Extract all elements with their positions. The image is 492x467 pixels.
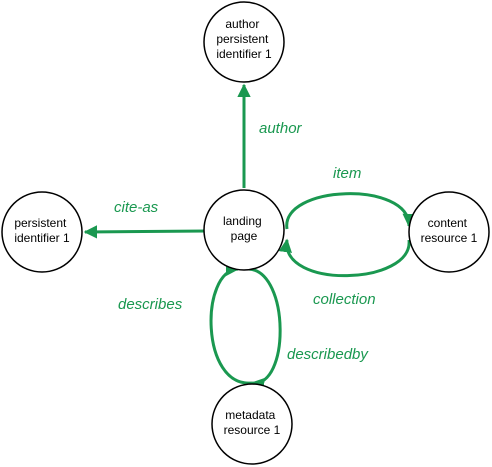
node-content-line-2: resource 1 — [421, 231, 478, 245]
edge-label-collection: collection — [313, 291, 376, 308]
node-persistent-line-1: persistent — [14, 216, 67, 230]
node-metadata-line-1: metadata — [225, 408, 275, 422]
edge-collection — [278, 238, 411, 278]
node-author-persistent-identifier: author persistent identifier 1 — [203, 1, 285, 83]
node-author-line-2: persistent — [216, 32, 269, 46]
edge-label-cite-as: cite-as — [114, 199, 159, 216]
edge-cite-as — [83, 225, 208, 239]
svg-text:landing page: landing page — [223, 214, 265, 243]
svg-text:persistent identifier 1: persistent identifier 1 — [14, 216, 70, 245]
svg-text:author persistent: author persistent identifier 1 — [216, 17, 272, 61]
node-metadata-resource: metadata resource 1 — [211, 383, 293, 465]
edge-label-describedby: describedby — [287, 346, 369, 363]
node-content-resource: content resource 1 — [408, 191, 490, 273]
edge-label-item: item — [333, 165, 361, 182]
node-persistent-identifier: persistent identifier 1 — [1, 191, 83, 273]
svg-text:content resource 1: content resource 1 — [421, 216, 478, 245]
node-author-line-3: identifier 1 — [216, 47, 272, 61]
svg-text:metadata resource 1: metadata resource 1 — [224, 408, 281, 437]
edge-label-describes: describes — [118, 296, 183, 313]
node-author-line-1: author — [225, 17, 259, 31]
node-content-line-1: content — [428, 216, 468, 230]
node-metadata-line-2: resource 1 — [224, 423, 281, 437]
node-landing-page: landing page — [203, 189, 285, 271]
node-landing-line-1: landing — [223, 214, 262, 228]
edge-describedby — [248, 267, 282, 392]
edge-label-author: author — [259, 120, 303, 137]
node-persistent-line-2: identifier 1 — [14, 231, 70, 245]
node-landing-line-2: page — [231, 229, 258, 243]
edge-describes — [209, 262, 253, 385]
edge-item — [285, 192, 416, 230]
